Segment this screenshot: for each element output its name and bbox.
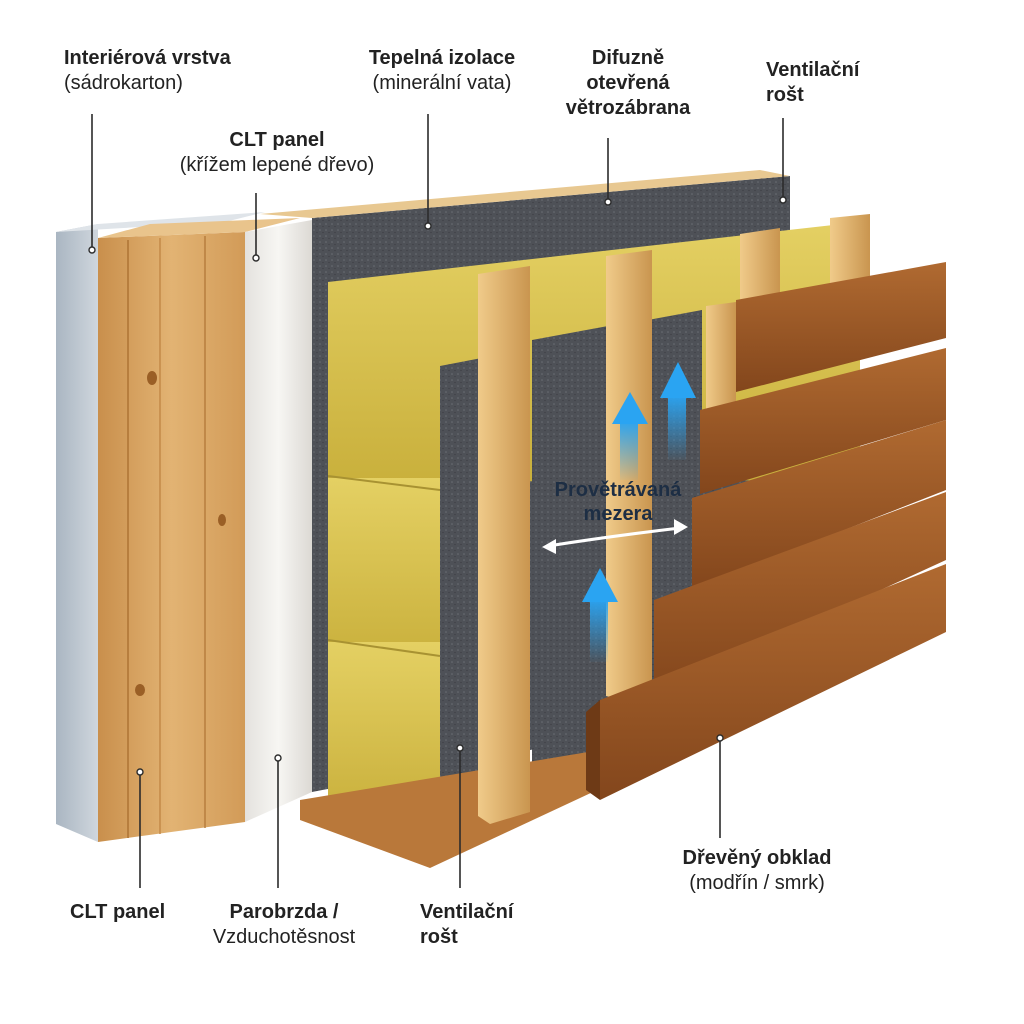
vapour-barrier-layer bbox=[245, 220, 312, 822]
vapour-sub: Vzduchotěsnost bbox=[212, 926, 356, 948]
label-batten-top: Ventilační rošt bbox=[766, 58, 859, 108]
label-clt-top: CLT panel (křížem lepené dřevo) bbox=[164, 128, 390, 178]
leader-lines bbox=[88, 114, 787, 888]
batten-top-line1: Ventilační bbox=[766, 59, 860, 81]
label-insulation: Tepelná izolace (minerální vata) bbox=[352, 46, 532, 96]
bottom-sill-plate bbox=[300, 750, 640, 868]
clt-panel-layer bbox=[98, 218, 300, 842]
cladding-sub: (modřín / smrk) bbox=[689, 872, 825, 894]
vapour-title: Parobrzda / bbox=[229, 901, 339, 923]
membrane-line2: otevřená bbox=[586, 72, 670, 94]
label-vapour-barrier: Parobrzda / Vzduchotěsnost bbox=[196, 900, 372, 950]
clt-top-title: CLT panel bbox=[229, 129, 325, 151]
batten-top-line2: rošt bbox=[766, 84, 804, 106]
clt-bottom-title: CLT panel bbox=[70, 901, 166, 923]
label-batten-bottom: Ventilační rošt bbox=[420, 900, 513, 950]
label-wind-barrier: Difuzně otevřená větrozábrana bbox=[548, 46, 708, 121]
batten-bottom-line1: Ventilační bbox=[420, 901, 514, 923]
airflow-arrow-icon bbox=[582, 362, 696, 662]
cladding-title: Dřevěný obklad bbox=[682, 847, 832, 869]
clt-top-sub: (křížem lepené dřevo) bbox=[179, 154, 375, 176]
air-gap-line2: mezera bbox=[583, 503, 653, 525]
membrane-line3: větrozábrana bbox=[565, 97, 691, 119]
label-air-gap: Provětrávaná mezera bbox=[538, 478, 698, 526]
insulation-title: Tepelná izolace bbox=[368, 47, 516, 69]
interior-title: Interiérová vrstva bbox=[64, 47, 231, 69]
air-gap-line1: Provětrávaná bbox=[554, 479, 682, 501]
membrane-line1: Difuzně bbox=[591, 47, 665, 69]
gypsum-board-layer bbox=[56, 212, 265, 842]
double-arrow-icon bbox=[542, 519, 688, 554]
interior-sub: (sádrokarton) bbox=[64, 72, 183, 94]
wood-cladding bbox=[586, 262, 946, 800]
batten-bottom-line2: rošt bbox=[420, 926, 458, 948]
label-clt-bottom: CLT panel bbox=[70, 900, 165, 925]
insulation-sub: (minerální vata) bbox=[372, 72, 512, 94]
label-interior-layer: Interiérová vrstva (sádrokarton) bbox=[64, 46, 231, 96]
label-cladding: Dřevěný obklad (modřín / smrk) bbox=[662, 846, 852, 896]
